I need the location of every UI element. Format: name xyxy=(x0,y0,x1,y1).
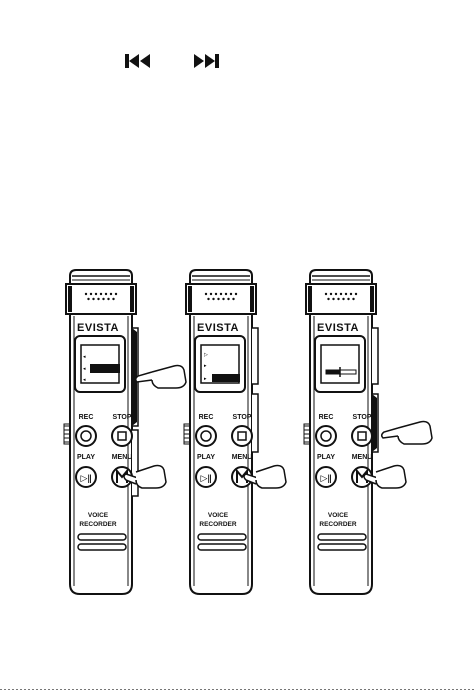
menu-button-label: MENU xyxy=(107,454,137,461)
rec-button-label: REC xyxy=(311,414,341,421)
skip-previous-icon xyxy=(124,52,152,70)
svg-text:▷ǁ: ▷ǁ xyxy=(321,474,332,484)
svg-text:▷ǁ: ▷ǁ xyxy=(81,474,92,484)
skip-next-icon xyxy=(192,52,220,70)
rec-button-label: REC xyxy=(191,414,221,421)
svg-text:▷: ▷ xyxy=(204,352,208,358)
recorder-body-drawing: ▷ǁ xyxy=(286,266,446,606)
voice-recorder-label: VOICE RECORDER xyxy=(308,511,368,529)
svg-text:▷ǁ: ▷ǁ xyxy=(201,474,212,484)
page-footer-divider xyxy=(0,689,474,690)
stop-button-label: STOP xyxy=(227,414,257,421)
play-button-label: PLAY xyxy=(311,454,341,461)
brand-logo: EVISTA xyxy=(68,322,128,334)
menu-button-label: MENU xyxy=(227,454,257,461)
voice-recorder-step-1: ◂ ◂ ◂ ▷ǁ EVISTA REC STOP PLAY MENU VOICE… xyxy=(46,266,151,606)
voice-recorder-step-3: ▷ǁ EVISTA REC STOP PLAY MENU VOICE RECOR… xyxy=(286,266,391,606)
brand-logo: EVISTA xyxy=(188,322,248,334)
navigation-icons xyxy=(0,52,474,72)
stop-button-label: STOP xyxy=(347,414,377,421)
play-button-label: PLAY xyxy=(191,454,221,461)
stop-button-label: STOP xyxy=(107,414,137,421)
brand-logo: EVISTA xyxy=(308,322,368,334)
rec-button-label: REC xyxy=(71,414,101,421)
voice-recorder-label: VOICE RECORDER xyxy=(188,511,248,529)
menu-button-label: MENU xyxy=(347,454,377,461)
play-button-label: PLAY xyxy=(71,454,101,461)
voice-recorder-label: VOICE RECORDER xyxy=(68,511,128,529)
voice-recorder-step-2: ▷ ▸ ▸ ▷ǁ EVISTA REC STOP PLAY MENU VOICE… xyxy=(166,266,271,606)
